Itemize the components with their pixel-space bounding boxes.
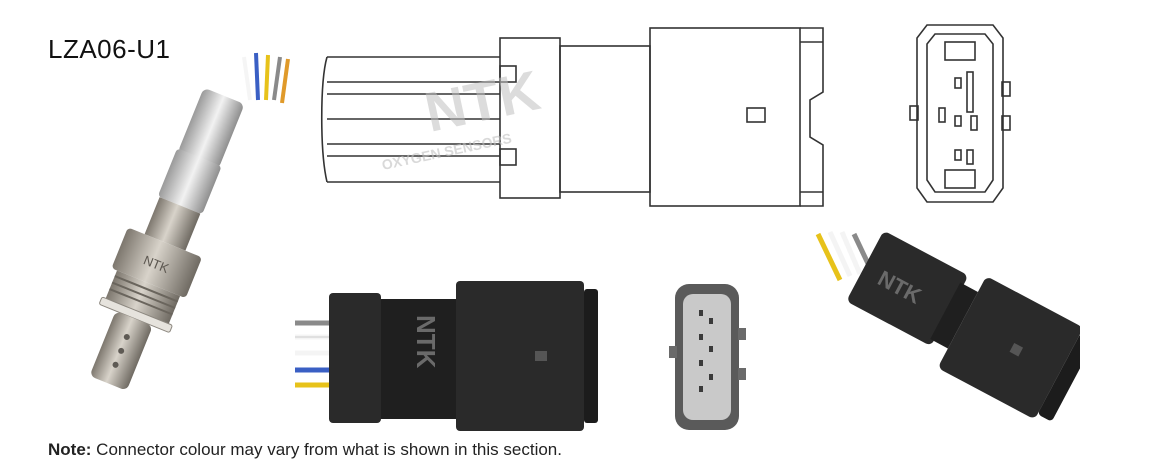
note-text: Connector colour may vary from what is s… <box>91 440 562 459</box>
connector-brand-side: NTK <box>411 315 441 369</box>
note: Note: Connector colour may vary from wha… <box>48 440 562 460</box>
connector-side-photo: NTK <box>295 281 598 431</box>
part-number: LZA06-U1 <box>48 34 171 64</box>
watermark-brand: NTK <box>419 58 545 144</box>
connector-face-drawing <box>909 24 1011 203</box>
connector-side-drawing: NTK OXYGEN SENSORS <box>320 27 824 207</box>
sensor-photo: NTK <box>91 52 290 390</box>
connector-face-photo <box>669 284 746 430</box>
note-label: Note: <box>48 440 92 459</box>
connector-angled-photo: NTK <box>815 230 1080 421</box>
